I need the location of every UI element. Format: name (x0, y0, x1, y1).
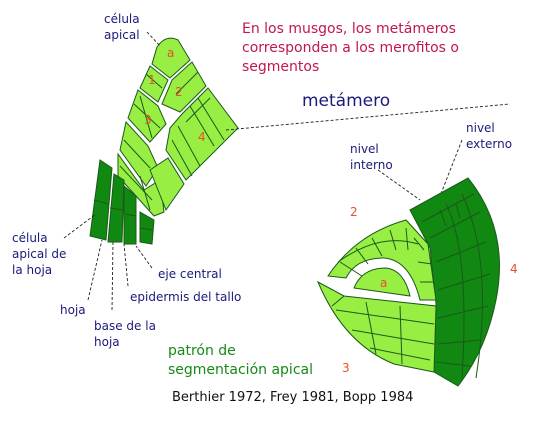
citation: Berthier 1972, Frey 1981, Bopp 1984 (172, 390, 414, 405)
right-segment-2 (327, 219, 437, 301)
intro-text: En los musgos, los metámeros corresponde… (242, 21, 459, 75)
label-metamero: metámero (302, 91, 391, 111)
segment-label-3-right: 3 (342, 361, 350, 375)
leaf-strip-1 (89, 159, 113, 241)
segment-label-3-left: 3 (144, 113, 152, 127)
segment-label-a-left: a (167, 46, 175, 60)
label-eje-central: eje central (158, 267, 222, 281)
segment-label-4-right: 4 (510, 262, 518, 276)
apical-cell-segment (151, 37, 191, 79)
segment-bottom (149, 157, 185, 212)
label-nivel-externo: nivel externo (466, 121, 513, 151)
segment-label-4-left: 4 (198, 130, 206, 144)
segment-label-2-left: 2 (175, 85, 183, 99)
label-celula-apical: célula apical (104, 12, 140, 42)
label-base-hoja: base de la hoja (94, 319, 156, 349)
caption-patron: patrón de segmentación apical (168, 343, 313, 378)
leaf-strip-2 (107, 173, 125, 243)
leaf-strip-4 (139, 211, 155, 245)
segmentation-pattern (316, 177, 500, 387)
label-hoja: hoja (60, 303, 86, 317)
right-segment-3 (316, 280, 437, 373)
segment-lower-left (119, 120, 159, 187)
segment-4 (165, 87, 239, 181)
longitudinal-shoot (89, 37, 239, 245)
segment-label-2-right: 2 (350, 205, 358, 219)
leader-lines (63, 31, 511, 311)
label-nivel-interno: nivel interno (350, 142, 393, 172)
right-apical-cell (353, 267, 411, 297)
label-epidermis: epidermis del tallo (130, 290, 242, 304)
right-segment-4 (409, 177, 500, 387)
segment-label-a-right: a (380, 276, 388, 290)
label-celula-apical-hoja: célula apical de la hoja (12, 231, 67, 277)
segment-label-1-left: 1 (148, 73, 156, 87)
